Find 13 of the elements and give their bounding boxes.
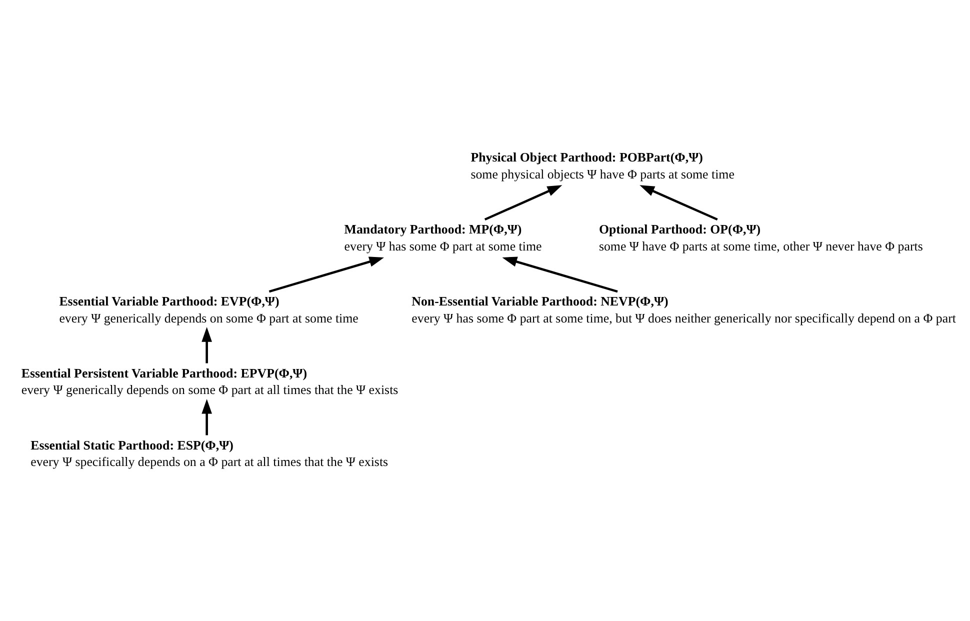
arrow — [502, 256, 618, 292]
node-text: Physical Object Parthood: POBPart(Φ,Ψ) some physical objects Ψ have Φ parts at some time — [470, 149, 734, 181]
node-text: Essential Static Parthood: ESP(Φ,Ψ) every Ψ specifically depends on a Φ part at all times that the Ψ exists — [30, 437, 388, 469]
arrow — [202, 398, 212, 435]
node-text: Non-Essential Variable Parthood: NEVP(Φ,Ψ) every Ψ has some Φ part at some time, but Ψ does neither generically nor specifically depend on a Φ part — [412, 293, 956, 325]
arrow — [268, 256, 384, 292]
node-text: Essential Persistent Variable Parthood: EPVP(Φ,Ψ) every Ψ generically depends on some Φ part at all times that the Ψ exists — [21, 365, 398, 397]
node-text: Optional Parthood: OP(Φ,Ψ) some Ψ have Φ parts at some time, other Ψ never have Φ parts — [598, 221, 923, 253]
node-text: Mandatory Parthood: MP(Φ,Ψ) every Ψ has some Φ part at some time — [344, 221, 542, 253]
node-text: Essential Variable Parthood: EVP(Φ,Ψ) every Ψ generically depends on some Φ part at some time — [59, 293, 358, 325]
arrow — [484, 184, 562, 220]
arrow — [640, 184, 718, 220]
arrow — [202, 326, 212, 363]
